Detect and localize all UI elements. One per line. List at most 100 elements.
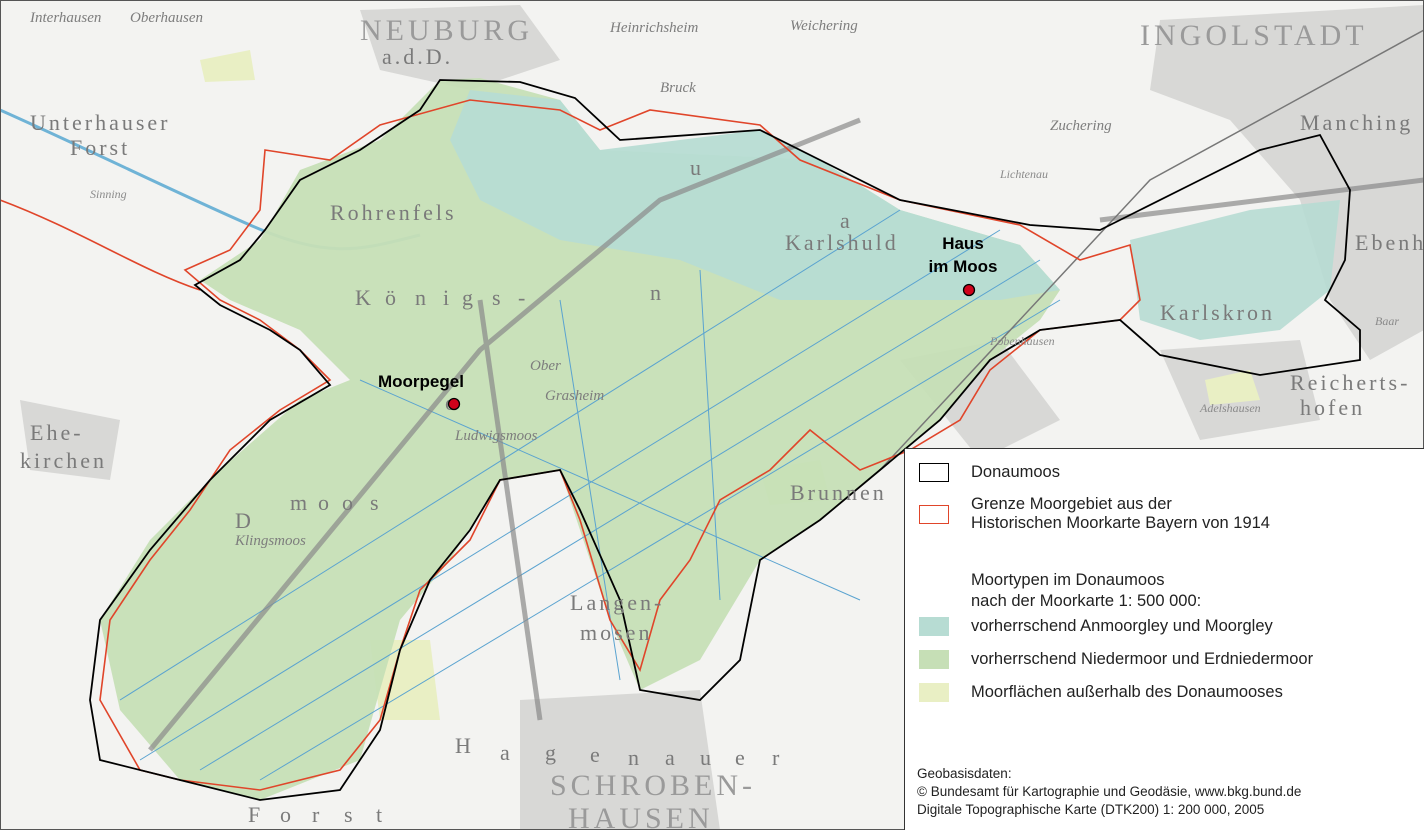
grenze-1914-boundary (99, 99, 1141, 791)
place-adelshausen: Adelshausen (1199, 401, 1261, 415)
svg-text:o: o (342, 490, 356, 515)
railway (879, 29, 1424, 471)
outer-1914-line-west (0, 199, 201, 291)
place-ebenhausen: Ebenhausen (1355, 230, 1424, 255)
legend-swatch-anmoorgley (919, 617, 949, 636)
legend-item-grenze-1914: Grenze Moorgebiet aus der Historischen M… (919, 495, 1270, 533)
place-forst: Forst (70, 135, 130, 160)
place-klingsmoos: Klingsmoos (234, 533, 306, 549)
svg-text:n: n (650, 280, 664, 305)
svg-text:a: a (665, 745, 678, 770)
credit-line2: © Bundesamt für Kartographie und Geodäsi… (917, 784, 1302, 799)
place-kirchen: kirchen (20, 448, 107, 473)
svg-text:r: r (312, 802, 322, 827)
place-ober: Ober (530, 358, 561, 374)
svg-text:s: s (492, 285, 504, 310)
place-unterhauser: Unterhauser (30, 110, 171, 135)
credit-line1: Geobasisdaten: (917, 766, 1012, 781)
roads (148, 117, 1424, 752)
svg-text:a: a (840, 208, 853, 233)
map-legend: Donaumoos Grenze Moorgebiet aus der Hist… (904, 448, 1424, 830)
place-neuburg: NEUBURG (360, 14, 533, 47)
svg-text:g: g (545, 740, 559, 765)
credit-line3: Digitale Topographische Karte (DTK200) 1… (917, 802, 1265, 817)
place-lichtenau: Lichtenau (999, 167, 1048, 181)
legend-swatch-black-outline (919, 463, 949, 482)
legend-swatch-red-outline (919, 504, 949, 524)
settlement-areas (20, 5, 1424, 830)
place-ingolstadt: INGOLSTADT (1140, 19, 1368, 52)
place-reicherts: Reicherts- (1290, 370, 1410, 395)
place-ehe: Ehe- (30, 420, 84, 445)
svg-text:s: s (344, 802, 356, 827)
legend-swatch-niedermoor (919, 650, 949, 669)
svg-text:H: H (455, 733, 474, 758)
svg-text:s: s (370, 490, 382, 515)
legend-credits: Geobasisdaten: © Bundesamt für Kartograp… (917, 765, 1301, 819)
place-hofen: hofen (1300, 395, 1365, 420)
marker-haus-im-moos[interactable]: Haus im Moos (929, 234, 998, 297)
marker-moorpegel[interactable]: Moorpegel (378, 372, 464, 411)
moor-area-anmoorgley (450, 90, 1060, 300)
donaumoos-outline (89, 79, 1361, 801)
place-bruck: Bruck (660, 80, 696, 96)
moor-area-east (1130, 200, 1340, 340)
legend-label-niedermoor: vorherrschend Niedermoor und Erdniedermo… (971, 650, 1314, 668)
svg-text:e: e (590, 742, 603, 767)
place-rohrenfels: Rohrenfels (330, 200, 457, 225)
legend-item-donaumoos: Donaumoos (919, 463, 1060, 482)
place-sinning: Sinning (90, 187, 127, 201)
svg-text:i: i (443, 285, 452, 310)
place-baar: Baar (1375, 314, 1399, 328)
svg-text:D: D (235, 508, 254, 533)
svg-text:u: u (690, 155, 704, 180)
place-langen: Langen- (570, 590, 664, 615)
place-manching: Manching (1300, 110, 1413, 135)
svg-text:F: F (248, 802, 263, 827)
place-weichering: Weichering (790, 18, 858, 34)
place-grasheim: Grasheim (545, 388, 604, 404)
svg-text:o: o (318, 490, 332, 515)
svg-text:e: e (735, 745, 748, 770)
place-brunnen: Brunnen (790, 480, 887, 505)
place-neuburg-suffix: a.d.D. (382, 44, 453, 69)
place-mosen: mosen (580, 620, 652, 645)
place-oberhausen: Oberhausen (130, 10, 203, 26)
svg-text:ö: ö (385, 285, 399, 310)
legend-item-niedermoor: vorherrschend Niedermoor und Erdniedermo… (919, 650, 1313, 669)
legend-item-ausserhalb: Moorflächen außerhalb des Donaumooses (919, 683, 1283, 702)
legend-label-anmoorgley: vorherrschend Anmoorgley und Moorgley (971, 617, 1273, 635)
svg-text:n: n (628, 745, 642, 770)
place-karlskron: Karlskron (1160, 300, 1275, 325)
place-heinrichsheim: Heinrichsheim (609, 20, 698, 36)
legend-swatch-ausserhalb (919, 683, 949, 702)
marker-label-line1: Haus (942, 234, 984, 253)
place-pobenhausen: Pobenhausen (989, 334, 1055, 348)
place-interhausen: Interhausen (29, 10, 101, 26)
svg-text:-: - (518, 285, 528, 310)
svg-text:u: u (700, 745, 714, 770)
legend-item-anmoorgley: vorherrschend Anmoorgley und Moorgley (919, 617, 1273, 636)
place-schrobenhausen-1: SCHROBEN- (550, 769, 756, 802)
legend-label-grenze-2: Historischen Moorkarte Bayern von 1914 (971, 514, 1270, 532)
marker-label: Moorpegel (378, 372, 464, 391)
svg-text:o: o (280, 802, 294, 827)
place-schrobenhausen-2: HAUSEN (568, 802, 714, 830)
place-karlshuld: Karlshuld (785, 230, 899, 255)
svg-text:m: m (290, 490, 310, 515)
legend-moortypen-line2: nach der Moorkarte 1: 500 000: (971, 592, 1202, 610)
svg-text:K: K (355, 285, 374, 310)
place-ludwigsmoos: Ludwigsmoos (454, 428, 538, 444)
marker-dot[interactable] (962, 283, 976, 297)
svg-text:n: n (415, 285, 429, 310)
svg-text:a: a (500, 740, 513, 765)
svg-text:g: g (462, 285, 476, 310)
marker-dot[interactable] (447, 397, 461, 411)
place-zuchering: Zuchering (1050, 118, 1112, 134)
legend-label-donaumoos: Donaumoos (971, 463, 1060, 481)
marker-label-line2: im Moos (929, 257, 998, 276)
svg-text:r: r (772, 745, 782, 770)
legend-moortypen-line1: Moortypen im Donaumoos (971, 571, 1165, 589)
legend-moortypen-heading: Moortypen im Donaumoos nach der Moorkart… (971, 570, 1201, 612)
